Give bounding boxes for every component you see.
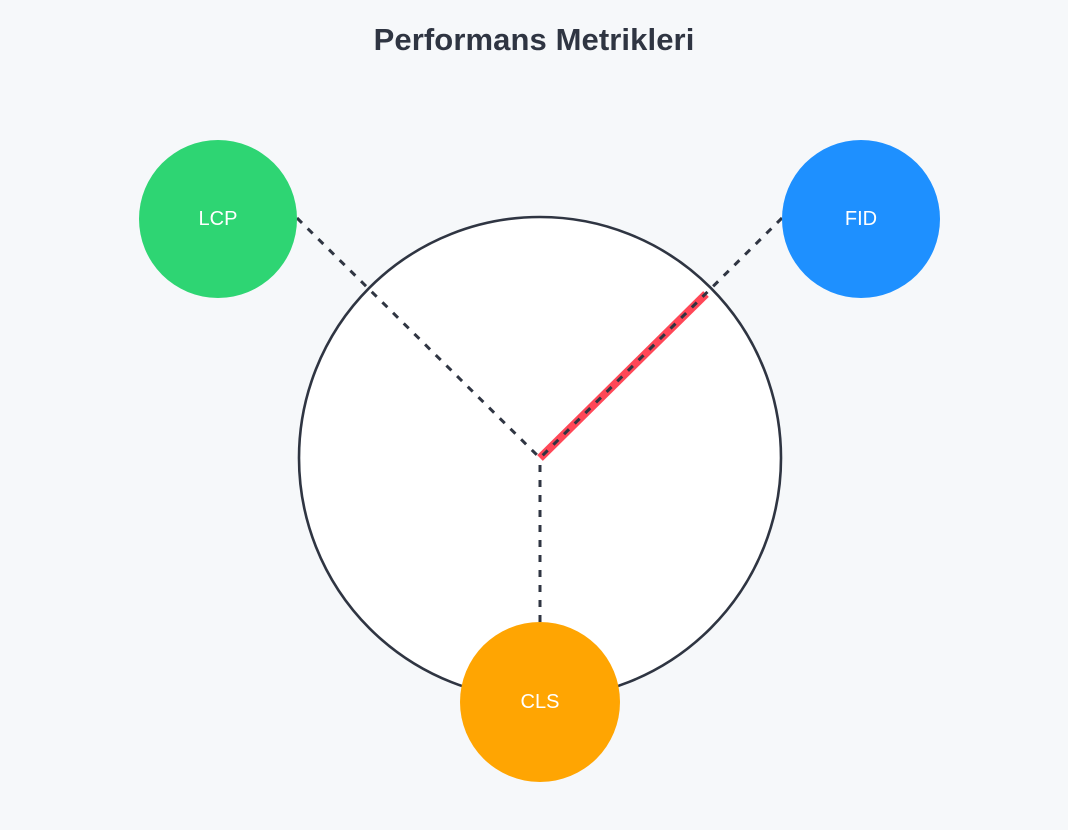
node-fid[interactable]: FID: [782, 140, 940, 298]
node-cls[interactable]: CLS: [460, 622, 620, 782]
node-cls-circle[interactable]: [460, 622, 620, 782]
page-title: Performans Metrikleri: [373, 22, 695, 57]
connector-fid[interactable]: [538, 216, 784, 460]
node-fid-circle[interactable]: [782, 140, 940, 298]
node-lcp[interactable]: LCP: [139, 140, 297, 298]
node-lcp-circle[interactable]: [139, 140, 297, 298]
connector-lcp[interactable]: [295, 216, 542, 460]
